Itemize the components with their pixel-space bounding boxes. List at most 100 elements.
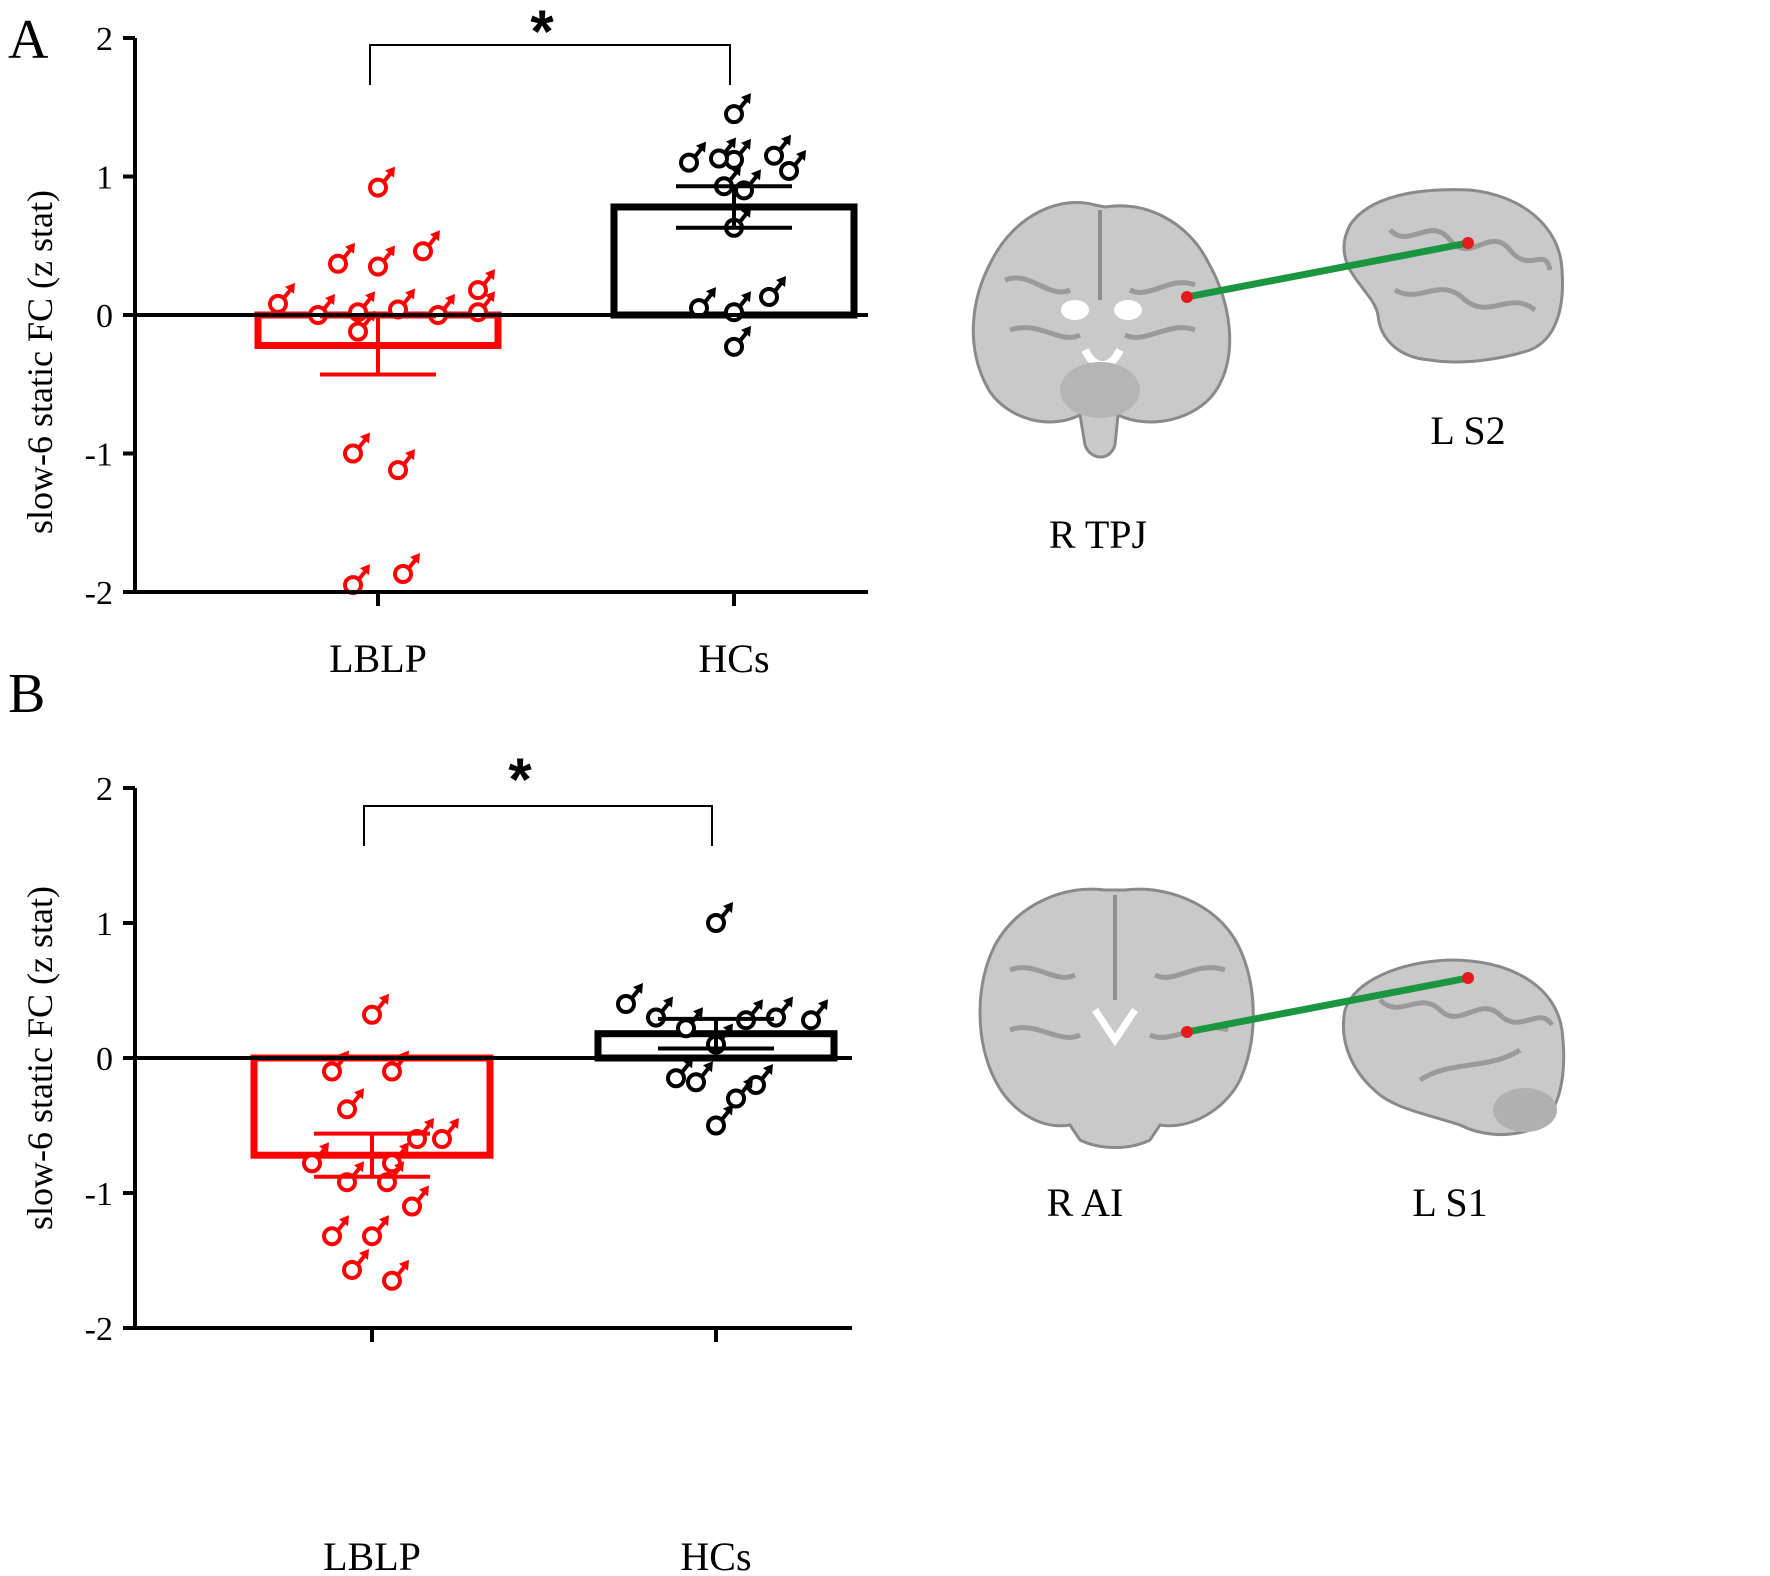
- data-point: [616, 983, 643, 1014]
- significance-bracket: [363, 805, 713, 846]
- point-arrow-head: [485, 269, 495, 281]
- point-circle: [616, 994, 636, 1014]
- point-arrow-head: [693, 1007, 703, 1019]
- data-point: [328, 242, 355, 274]
- point-circle: [724, 336, 744, 357]
- data-point: [322, 1215, 349, 1247]
- point-arrow-head: [430, 230, 440, 242]
- point-arrow-head: [723, 1023, 733, 1035]
- data-point: [413, 230, 440, 262]
- roi-dot: [1462, 237, 1474, 249]
- point-circle: [413, 241, 433, 262]
- data-point: [468, 269, 495, 301]
- point-circle: [388, 460, 408, 481]
- data-point: [736, 999, 763, 1031]
- sagittal-brain-image: [1341, 958, 1566, 1136]
- point-arrow-head: [379, 1215, 389, 1227]
- point-arrow-head: [741, 138, 751, 150]
- point-circle: [342, 1259, 362, 1280]
- data-point: [302, 1142, 329, 1174]
- y-tick-label: -1: [85, 437, 113, 474]
- point-circle: [676, 1018, 696, 1039]
- y-axis-title: slow-6 static FC (z stat): [20, 886, 60, 1230]
- data-point: [706, 1104, 733, 1136]
- point-arrow-head: [339, 1215, 349, 1227]
- y-tick-label: -2: [85, 575, 113, 612]
- error-bars: [314, 1016, 774, 1179]
- data-point: [766, 996, 793, 1028]
- y-axis-title: slow-6 static FC (z stat): [20, 190, 60, 534]
- point-circle: [779, 160, 799, 181]
- point-circle: [368, 256, 388, 277]
- y-tick-label: 2: [96, 771, 113, 808]
- point-circle: [726, 1088, 746, 1109]
- data-point: [759, 275, 786, 307]
- point-arrow-head: [743, 1077, 753, 1089]
- coronal-brain-image: [971, 200, 1232, 459]
- region-label-left: L S2: [1430, 408, 1505, 453]
- point-circle: [679, 152, 699, 173]
- point-circle: [348, 321, 368, 342]
- point-circle: [322, 1226, 342, 1247]
- point-arrow-head: [405, 288, 415, 300]
- data-point: [343, 432, 370, 464]
- data-point: [308, 294, 335, 325]
- bars: [250, 1030, 838, 1159]
- point-circle: [402, 1196, 422, 1217]
- roi-dot: [1462, 972, 1474, 984]
- point-arrow-head: [285, 282, 295, 294]
- point-arrow-head: [741, 206, 751, 218]
- point-arrow-head: [723, 1104, 733, 1116]
- axes: [133, 788, 852, 1342]
- data-point: [432, 1118, 459, 1149]
- point-arrow-head: [796, 149, 806, 161]
- data-point: [679, 141, 706, 173]
- bracket-line: [363, 805, 713, 846]
- point-arrow-head: [424, 1118, 434, 1129]
- point-circle: [709, 148, 729, 169]
- data-point: [764, 134, 791, 166]
- significance-mark: *: [508, 746, 532, 813]
- data-point: [342, 1248, 369, 1280]
- point-arrow-head: [706, 287, 716, 299]
- category-label: LBLP: [323, 1534, 421, 1576]
- point-arrow-head: [399, 1142, 409, 1154]
- category-label: HCs: [698, 636, 769, 681]
- point-circle: [343, 443, 363, 464]
- point-arrow-head: [723, 902, 733, 913]
- point-arrow-head: [485, 291, 495, 303]
- data-point: [402, 1185, 429, 1217]
- point-arrow-head: [663, 996, 673, 1008]
- point-arrow-head: [325, 294, 335, 305]
- point-arrow-head: [731, 165, 741, 177]
- point-circle: [706, 913, 726, 933]
- point-circle: [432, 1129, 452, 1149]
- point-arrow-head: [385, 166, 395, 178]
- data-point: [368, 245, 395, 277]
- point-arrow-head: [753, 999, 763, 1011]
- point-circle: [801, 1010, 821, 1031]
- point-arrow-head: [449, 1118, 459, 1129]
- point-arrow-head: [763, 1064, 773, 1075]
- coronal-brain-image: [978, 887, 1255, 1149]
- connection-line: [1186, 239, 1469, 301]
- data-point: [726, 1077, 753, 1109]
- point-arrow-head: [359, 1248, 369, 1260]
- point-circle: [268, 293, 288, 314]
- data-point: [428, 294, 455, 325]
- point-circle: [362, 1226, 382, 1247]
- point-arrow-head: [360, 432, 370, 444]
- point-arrow-head: [354, 1161, 364, 1173]
- y-tick-label: -1: [85, 1176, 113, 1213]
- data-points: [302, 902, 828, 1291]
- point-circle: [764, 145, 784, 166]
- point-arrow-head: [345, 242, 355, 254]
- point-arrow-head: [410, 552, 420, 564]
- data-point: [646, 996, 673, 1028]
- data-point: [268, 282, 295, 314]
- data-point: [393, 552, 420, 584]
- point-circle: [337, 1099, 357, 1120]
- sagittal-brain-image: [1342, 188, 1565, 364]
- data-point: [362, 1215, 389, 1247]
